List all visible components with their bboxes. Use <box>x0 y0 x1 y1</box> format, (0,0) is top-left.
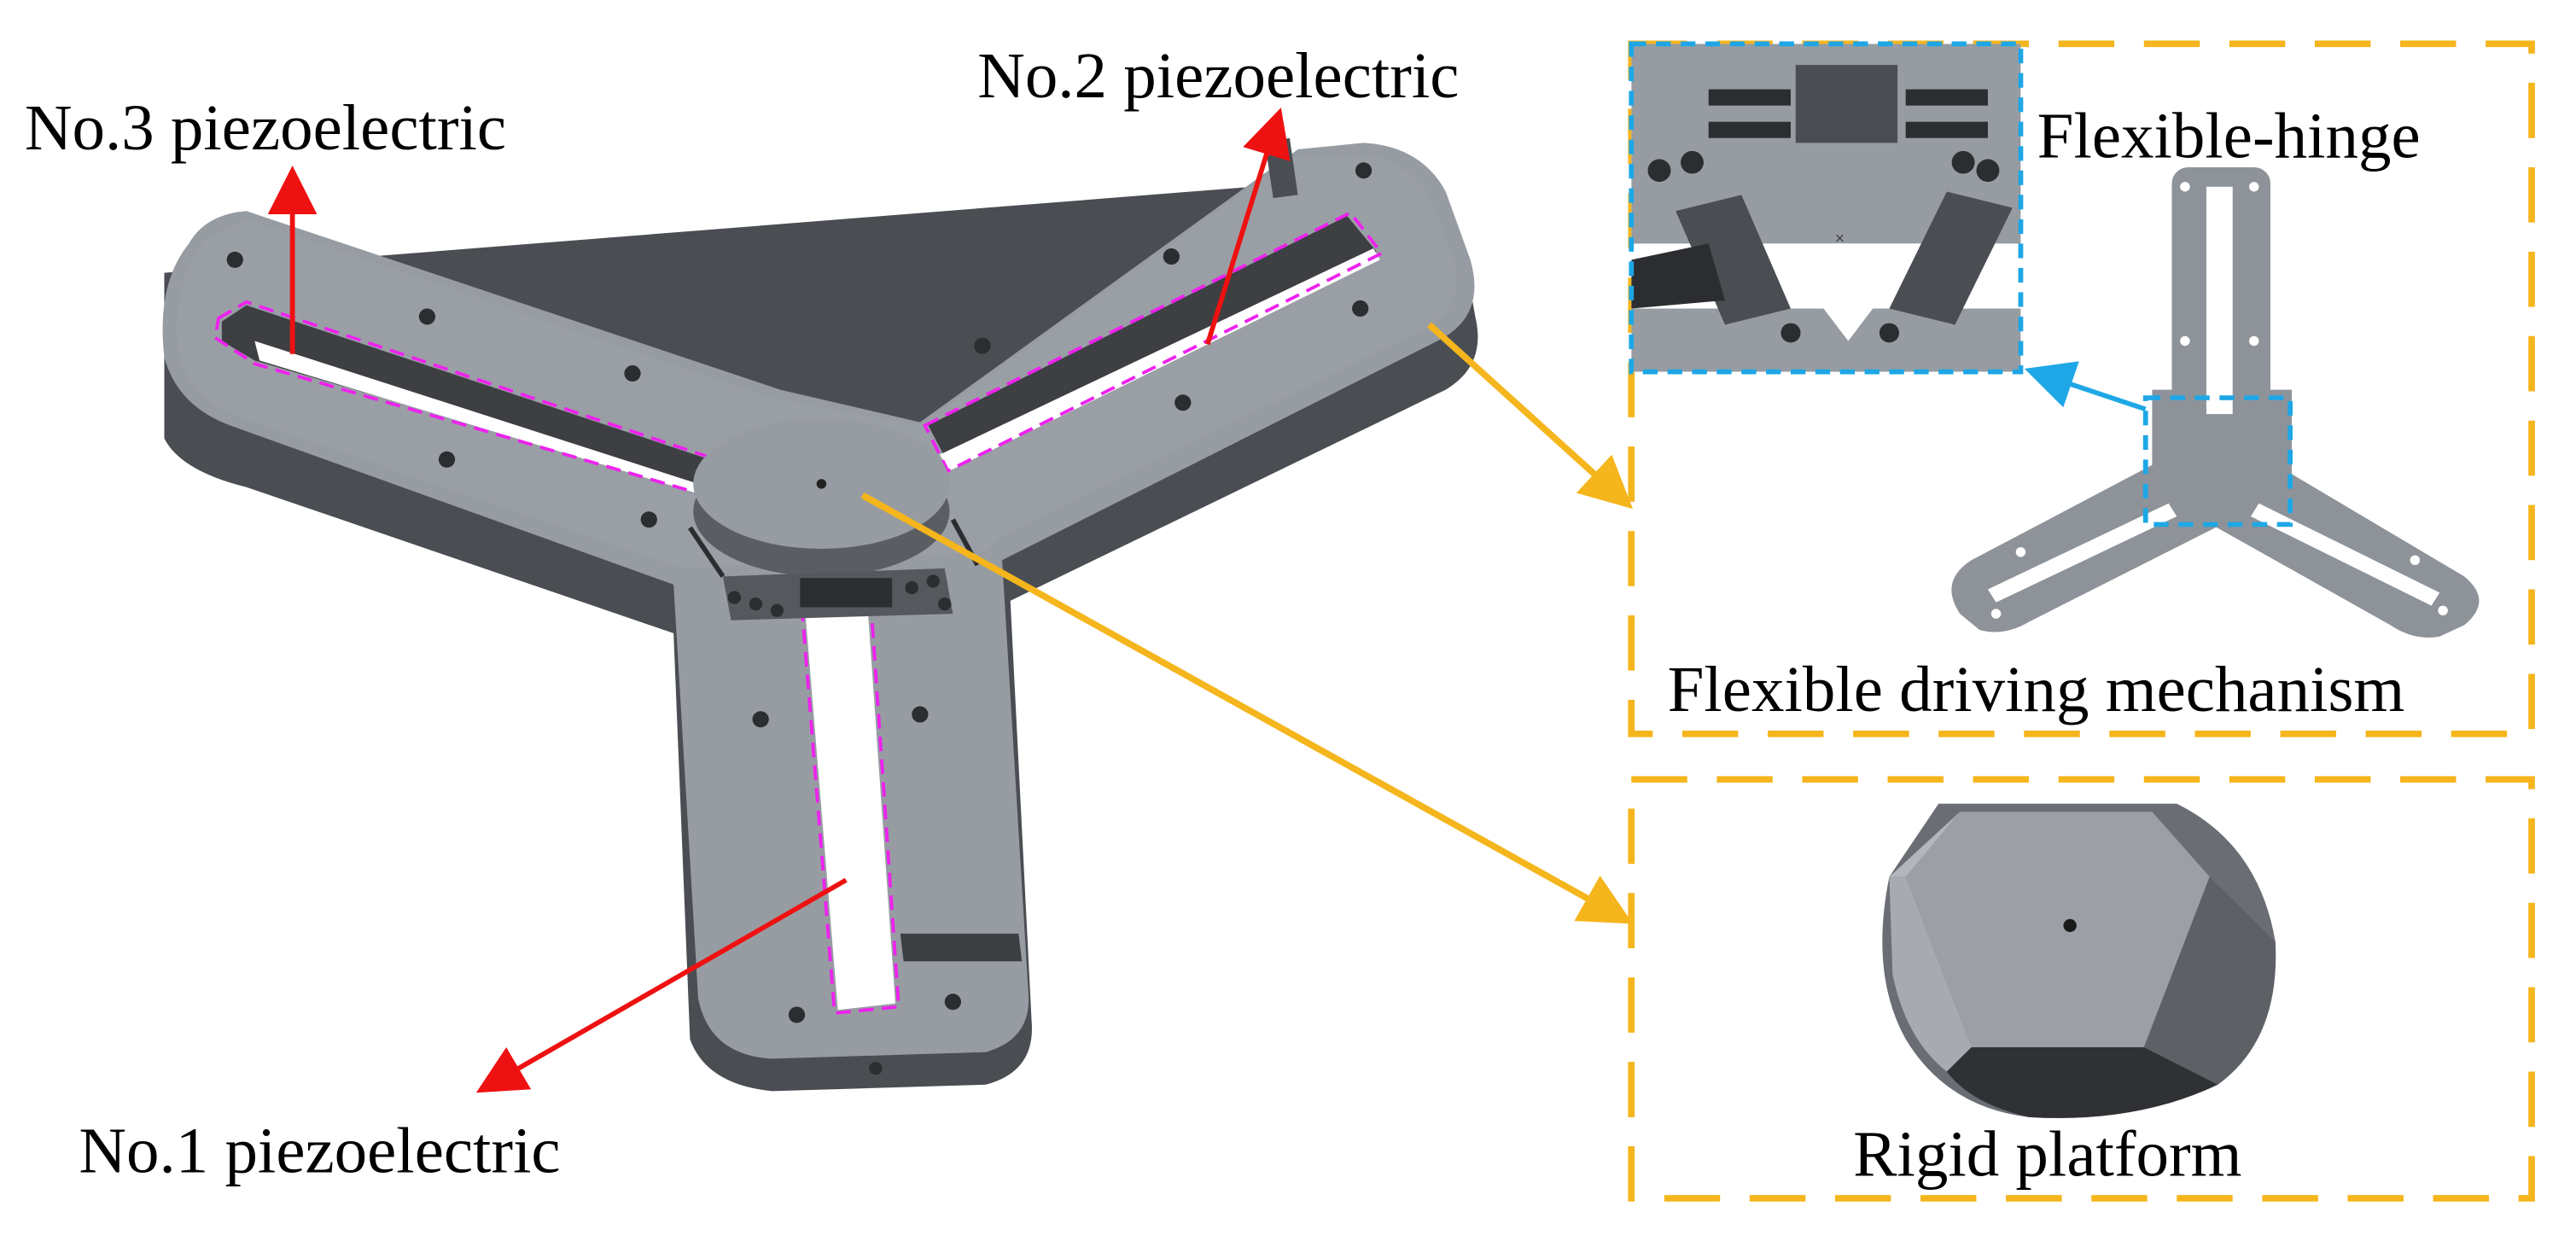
hinge-highlight-box <box>2142 395 2293 527</box>
yellow-arrows <box>860 322 1634 924</box>
label-no2-piezoelectric: No.2 piezoelectric <box>977 40 1459 113</box>
arrow-no2 <box>1204 108 1291 346</box>
panel-flexible-driving-mechanism: × Flexible-hinge Flexible driving mechan… <box>1628 40 2535 737</box>
main-mechanism <box>162 137 1478 1092</box>
label-rigid-platform: Rigid platform <box>1853 1118 2241 1191</box>
hinge-zoom-inset: × <box>1631 44 2021 372</box>
arrow-no1 <box>475 877 848 1093</box>
hinge-zoom-frame <box>1629 41 2024 375</box>
panel-rigid-platform: Rigid platform <box>1628 776 2535 1202</box>
label-no3-piezoelectric: No.3 piezoelectric <box>25 91 506 164</box>
arrow-to-platform <box>860 492 1634 924</box>
label-no1-piezoelectric: No.1 piezoelectric <box>79 1115 560 1187</box>
red-arrows <box>267 108 1291 1093</box>
panel-border-bottom <box>1628 776 2535 1202</box>
panel-border-top <box>1628 40 2535 737</box>
slot-no1 <box>805 603 895 1011</box>
arrow-to-mechanism <box>1426 322 1634 510</box>
label-flexible-driving-mechanism: Flexible driving mechanism <box>1668 654 2405 726</box>
rigid-platform-shape <box>1882 803 2276 1118</box>
slot-no3 <box>221 305 710 491</box>
mounting-holes <box>226 162 1373 1075</box>
svg-text:×: × <box>1835 230 1845 248</box>
slot-no2 <box>928 216 1377 466</box>
arrow-to-zoom <box>2024 361 2147 412</box>
label-flexible-hinge: Flexible-hinge <box>2037 100 2421 172</box>
